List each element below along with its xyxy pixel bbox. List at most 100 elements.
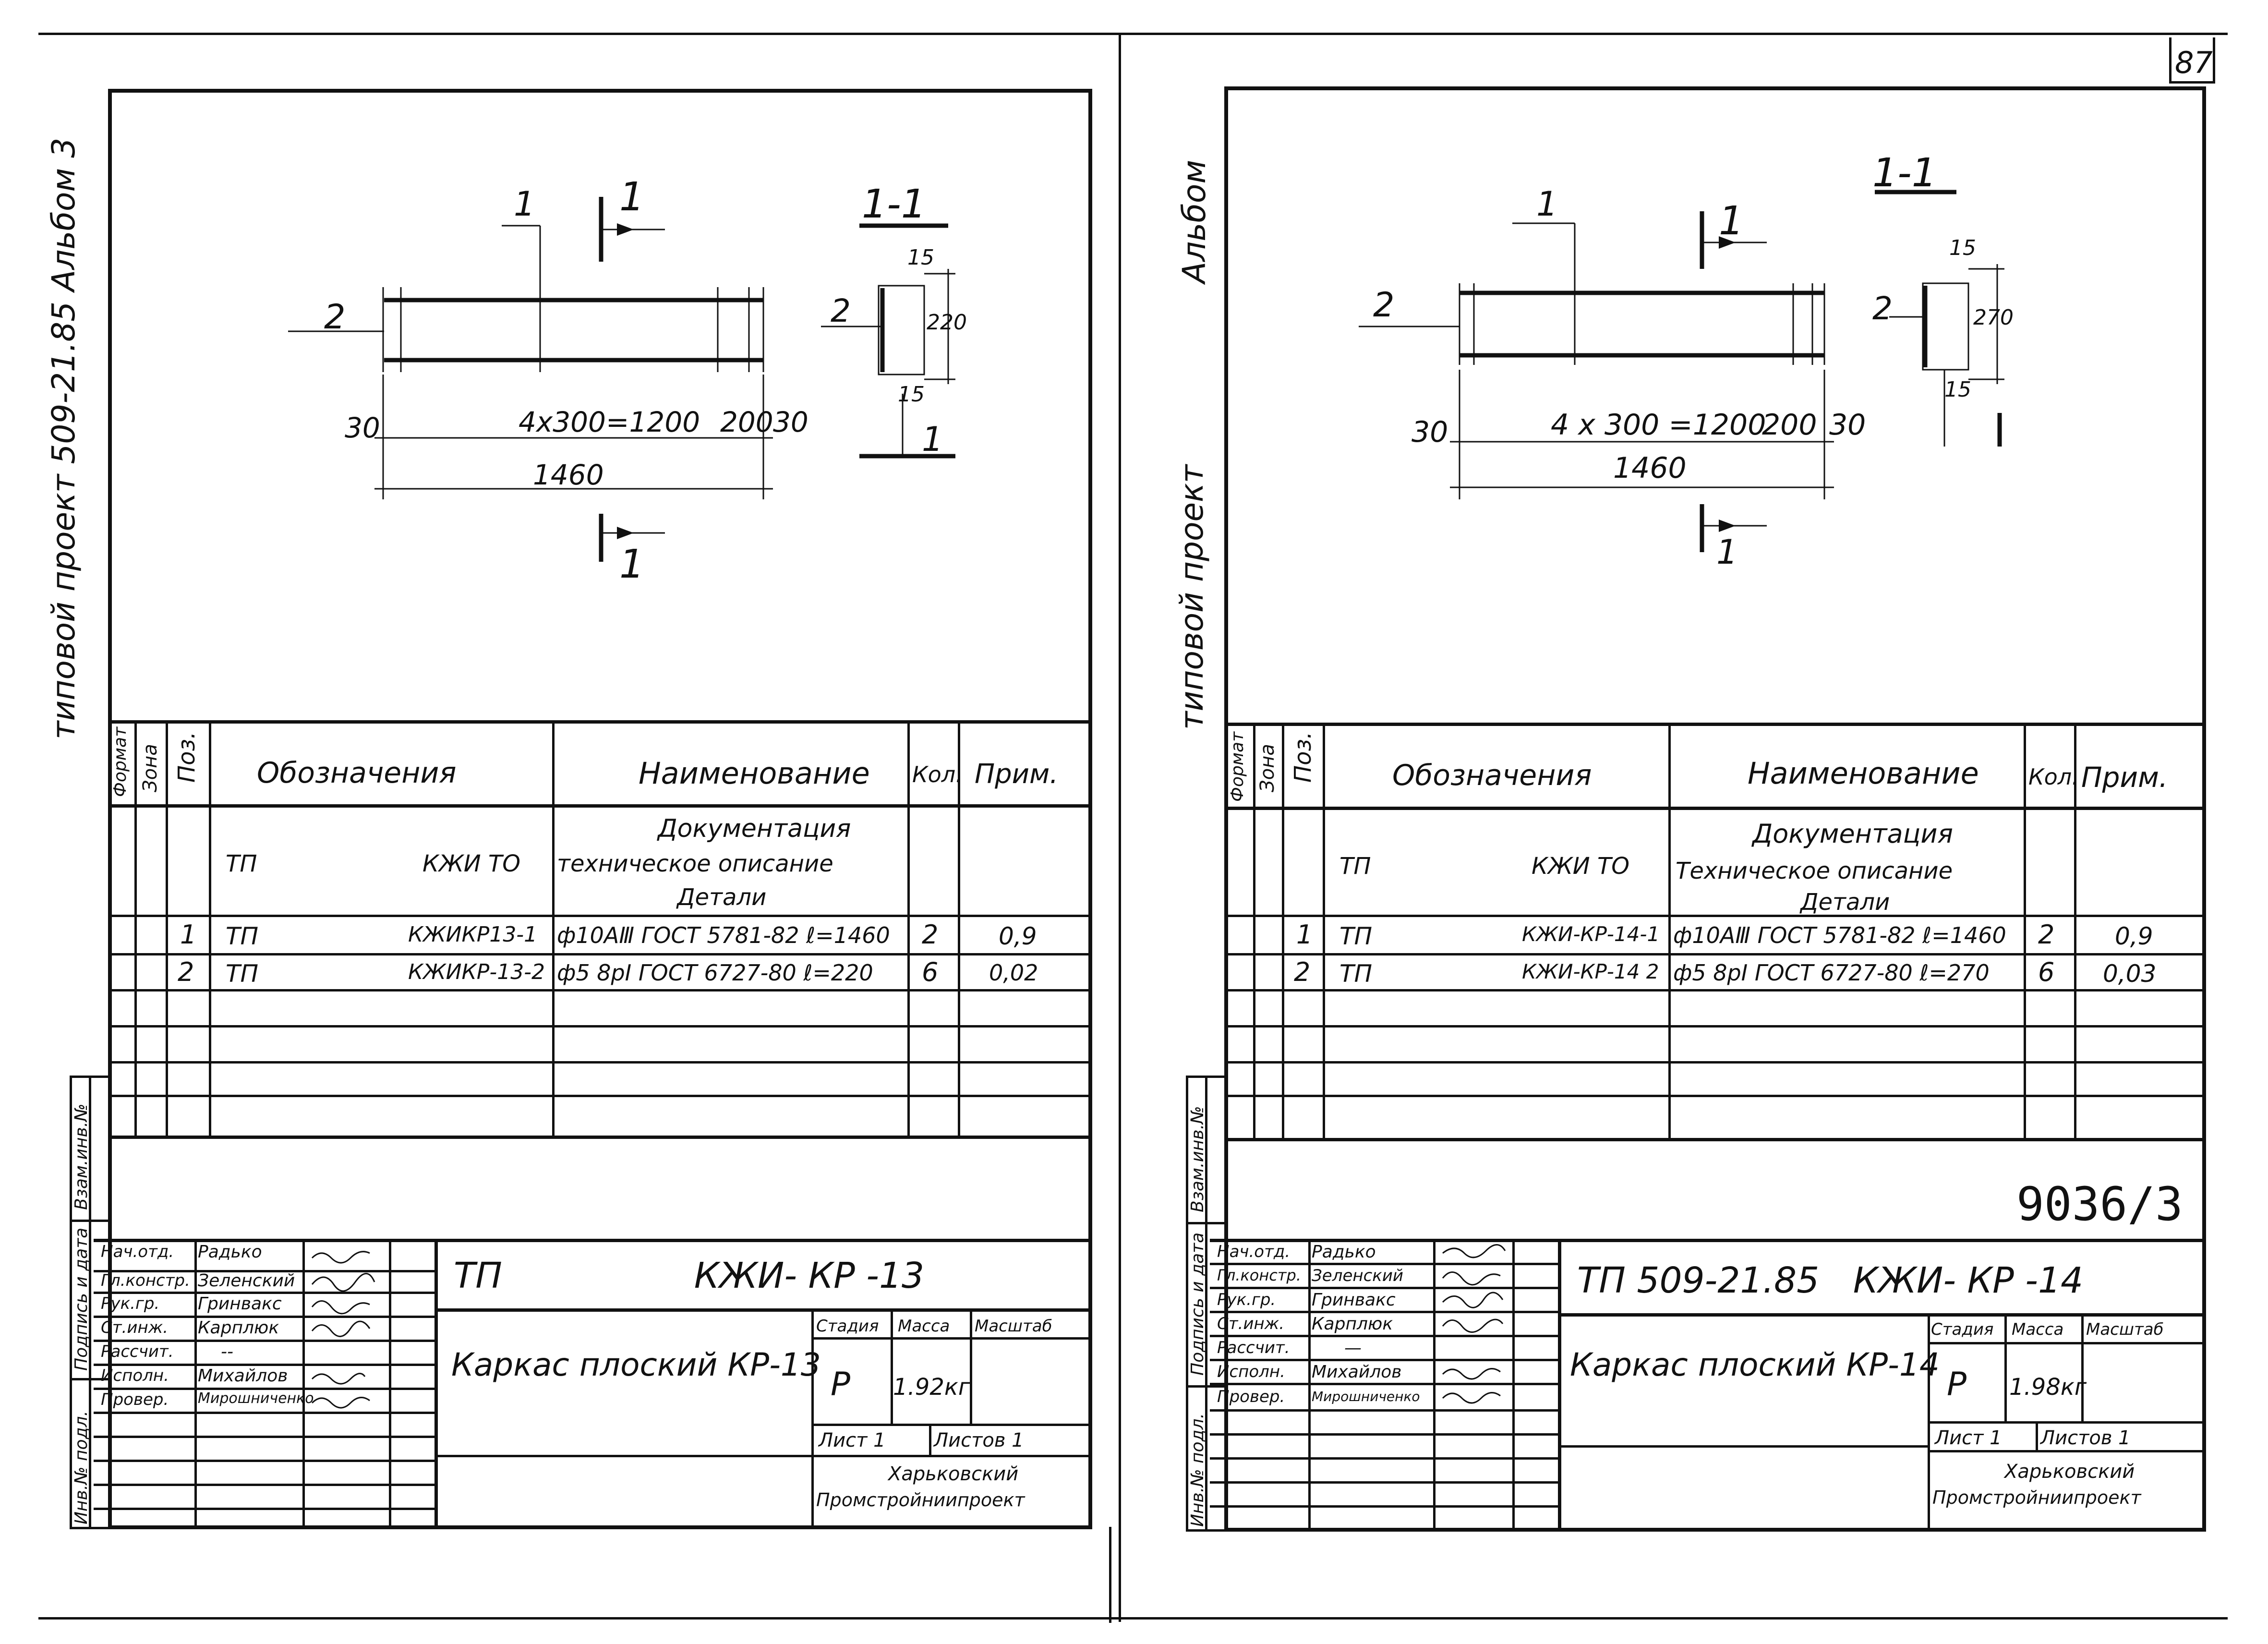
left-spec-col: [166, 720, 168, 1136]
left-sec-cut-mark: 1: [922, 420, 943, 459]
right-cut-mark-bottom: 1: [1716, 532, 1738, 572]
right-tb-row: [1210, 1287, 1558, 1289]
right-tb-row: [1210, 1263, 1558, 1265]
left-row-2-note: 0,02: [989, 960, 1038, 986]
right-name-3: Карплюк: [1312, 1314, 1393, 1334]
right-tb-stage-label: Стадия: [1931, 1320, 1994, 1339]
left-tb-row: [94, 1388, 434, 1390]
right-spec-col: [1282, 723, 1284, 1138]
right-header-designation: Обозначения: [1392, 759, 1592, 792]
right-role-0: Нач.отд.: [1217, 1242, 1291, 1261]
left-role-5: Исполн.: [101, 1366, 169, 1385]
right-cut-mark-top: 1: [1719, 198, 1744, 244]
left-spec-header-bottom: [108, 804, 1092, 808]
left-tb-row: [94, 1460, 434, 1462]
left-pos-2: 2: [324, 297, 346, 337]
right-side-stamp-row: [1186, 1385, 1224, 1388]
left-dim-30-left: 30: [345, 411, 380, 444]
right-role-1: Гл.констр.: [1217, 1266, 1301, 1284]
right-tb-org-1: Харьковский: [2004, 1461, 2135, 1483]
left-row-1-qty: 2: [922, 919, 939, 950]
right-tb-row: [1210, 1359, 1558, 1361]
left-spec-col: [134, 720, 137, 1136]
right-name-5: Михайлов: [1312, 1362, 1402, 1382]
right-header-name: Наименование: [1748, 756, 1979, 791]
right-spec-rowline: [1224, 1061, 2206, 1064]
right-row-2-name: ф5 8рⅠ ГОСТ 6727-80 ℓ=270: [1673, 960, 1990, 986]
right-tb-row: [1928, 1342, 2206, 1344]
left-tb-sheets: Листов 1: [934, 1429, 1024, 1451]
right-doc-designation-a: ТП: [1339, 853, 1371, 880]
right-tb-row: [1210, 1383, 1558, 1385]
right-section-label: 1-1: [1872, 150, 1937, 196]
left-role-3: Ст.инж.: [101, 1318, 169, 1337]
right-spec-header-bottom: [1224, 807, 2206, 810]
left-spec-top: [108, 720, 1092, 724]
right-row-2-note: 0,03: [2103, 960, 2157, 988]
right-pos-1: 1: [1536, 184, 1558, 224]
left-side-stamp-col: [89, 1076, 91, 1529]
left-spec-rowline: [108, 1095, 1092, 1097]
right-tb-title: Каркас плоский КР-14: [1570, 1346, 1940, 1383]
right-tb-col: [1512, 1239, 1515, 1532]
right-spec-col: [1323, 723, 1325, 1138]
right-doc-designation-b: КЖИ ТО: [1532, 853, 1630, 880]
left-doc-designation-b: КЖИ ТО: [422, 850, 521, 877]
left-name-6: Мирошниченко: [198, 1390, 314, 1407]
left-header-name: Наименование: [639, 756, 870, 791]
left-doc-designation-a: ТП: [226, 850, 257, 877]
left-row-1-pos: 1: [180, 919, 197, 950]
left-tb-row: [811, 1455, 1092, 1457]
right-spec-rowline: [1224, 989, 2206, 991]
left-name-0: Радько: [198, 1242, 262, 1262]
left-sec-15-bottom: 15: [898, 382, 925, 407]
sheet-bottom-border: [38, 1617, 2228, 1620]
left-name-3: Карплюк: [198, 1318, 279, 1338]
left-spec-rowline: [108, 1025, 1092, 1028]
left-tb-scale-label: Масштаб: [975, 1317, 1052, 1336]
right-pos-2: 2: [1373, 285, 1395, 325]
left-role-4: Рассчит.: [101, 1342, 174, 1361]
left-name-5: Михайлов: [198, 1366, 288, 1386]
left-row-1-note: 0,9: [999, 922, 1037, 950]
left-dim-30-right: 30: [773, 406, 808, 438]
left-dim-200: 200: [720, 406, 773, 438]
left-tb-col: [302, 1239, 305, 1529]
right-tb-col: [2081, 1313, 2084, 1421]
right-tb-row: [1210, 1457, 1558, 1460]
sheet-top-border: [38, 33, 2228, 35]
left-tb-title-bottom: [434, 1455, 811, 1457]
right-tb-col: [2004, 1313, 2007, 1421]
right-row-2-des-b: КЖИ-КР-14 2: [1522, 960, 1659, 983]
right-side-stamp-row: [1186, 1222, 1224, 1224]
left-side-stamp-row: [70, 1220, 108, 1222]
right-tb-sheet: Лист 1: [1935, 1427, 2002, 1449]
left-tb-col: [970, 1308, 972, 1424]
left-row-1-name: ф10АⅢ ГОСТ 5781-82 ℓ=1460: [557, 922, 890, 948]
left-tb-mass: 1.92кг: [893, 1374, 971, 1401]
right-row-1-des-a: ТП: [1339, 922, 1373, 950]
left-dim-total: 1460: [533, 459, 604, 491]
right-name-1: Зеленский: [1312, 1266, 1404, 1285]
left-tb-row: [94, 1412, 434, 1414]
right-name-2: Гринвакс: [1312, 1290, 1396, 1310]
right-tb-col: [1558, 1239, 1561, 1532]
left-tb-row: [94, 1270, 434, 1272]
right-tb-col: [2036, 1421, 2038, 1450]
right-row-1-note: 0,9: [2115, 922, 2153, 950]
right-sec-pos-2: 2: [1872, 290, 1893, 327]
left-spec-col: [907, 720, 910, 1136]
right-spec-rowline: [1224, 1095, 2206, 1097]
right-role-6: Провер.: [1217, 1387, 1285, 1406]
right-header-note: Прим.: [2081, 761, 2168, 794]
right-row-1-pos: 1: [1296, 919, 1313, 950]
right-sec-15-bottom: 15: [1944, 377, 1971, 402]
right-tb-stage: Р: [1947, 1366, 1967, 1403]
right-tb-mass: 1.98кг: [2009, 1374, 2087, 1401]
left-sec-220: 220: [927, 310, 967, 335]
right-doc-name-3: Детали: [1800, 889, 1890, 916]
left-spec-rowline: [108, 989, 1092, 991]
